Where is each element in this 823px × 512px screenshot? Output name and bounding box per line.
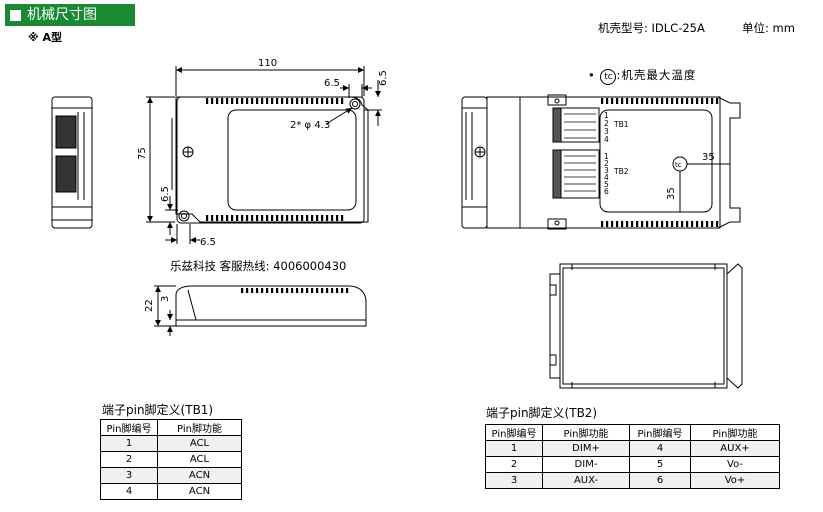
model-type-subtitle: ※ A型 <box>28 31 63 44</box>
dim-hole-offset-bottom: 6.5 <box>200 237 216 248</box>
tb1-cell: ACL <box>157 451 242 468</box>
unit-value: mm <box>772 21 795 35</box>
tb2-pin: 5 <box>604 180 609 189</box>
table-row: 1 DIM+ 4 AUX+ <box>485 440 780 457</box>
tb2-cell: 6 <box>629 472 691 489</box>
terminal-view <box>461 94 741 230</box>
tb2-caption: 端子pin脚定义(TB2) <box>486 406 598 420</box>
tb2-table: Pin脚编号 Pin脚功能 Pin脚编号 Pin脚功能 1 DIM+ 4 AUX… <box>485 424 780 489</box>
tb1-table: Pin脚编号 Pin脚功能 1 ACL 2 ACL 3 ACN 4 ACN <box>100 419 242 500</box>
tb1-pin: 4 <box>604 135 609 144</box>
dim-base-height: 3 <box>160 296 171 302</box>
profile-view <box>154 285 367 336</box>
tb1-header: Pin脚功能 <box>157 419 242 436</box>
table-row: 2 ACL <box>100 451 242 468</box>
service-hotline: 乐兹科技 客服热线: 4006000430 <box>170 259 347 273</box>
end-view <box>51 96 93 229</box>
tc-note: • tc:机壳最大温度 <box>588 67 696 85</box>
square-icon <box>10 9 21 21</box>
tc-symbol: tc <box>600 69 617 85</box>
tb2-header: Pin脚功能 <box>690 424 780 441</box>
tb1-pin: 2 <box>604 119 609 128</box>
tb1-cell: 1 <box>100 435 158 452</box>
bottom-view <box>549 263 743 389</box>
tb2-label: TB2 <box>613 167 629 176</box>
tb2-pin: 2 <box>604 159 609 168</box>
tb2-pin: 4 <box>604 173 609 182</box>
dim-hole-spec: 2* φ 4.3 <box>290 120 330 131</box>
dim-tc-y: 35 <box>666 187 677 200</box>
tc-note-text: :机壳最大温度 <box>616 68 697 82</box>
dim-hole-offset-left: 6.5 <box>160 186 171 202</box>
case-model-value: IDLC-25A <box>651 21 705 35</box>
tb2-cell: DIM- <box>542 456 630 473</box>
tb1-pin: 3 <box>604 127 609 136</box>
tb2-cell: AUX- <box>542 472 630 489</box>
dim-hole-offset-top: 6.5 <box>324 78 340 89</box>
dim-width: 75 <box>137 147 148 160</box>
tb1-cell: 2 <box>100 451 158 468</box>
table-row: 3 ACN <box>100 467 242 484</box>
tb2-cell: 4 <box>629 440 691 457</box>
dim-tc-x: 35 <box>702 152 715 163</box>
tb2-cell: 3 <box>485 472 543 489</box>
tb2-cell: 5 <box>629 456 691 473</box>
top-view <box>146 66 382 244</box>
tb1-cell: ACL <box>157 435 242 452</box>
tb2-cell: AUX+ <box>690 440 780 457</box>
table-row: 2 DIM- 5 Vo- <box>485 456 780 473</box>
tb1-cell: 3 <box>100 467 158 484</box>
mechanical-drawing: 110 75 6.5 6.5 2* φ 4.3 6.5 6.5 22 3 35 … <box>51 58 743 389</box>
unit-label: 单位: <box>742 21 769 35</box>
case-model-label: 机壳型号: <box>598 21 648 35</box>
tb1-pin: 1 <box>604 111 609 120</box>
tc-bullet: • <box>588 68 596 82</box>
dim-length: 110 <box>258 58 277 69</box>
tb1-label: TB1 <box>613 120 629 129</box>
tb2-pin: 3 <box>604 166 609 175</box>
case-model: 机壳型号: IDLC-25A <box>598 20 705 36</box>
tb2-cell: Vo+ <box>690 472 780 489</box>
tb1-header: Pin脚编号 <box>100 419 158 436</box>
tb1-cell: ACN <box>157 467 242 484</box>
dim-hole-offset-right: 6.5 <box>378 70 389 86</box>
tb2-header: Pin脚编号 <box>485 424 543 441</box>
table-row: 3 AUX- 6 Vo+ <box>485 472 780 489</box>
tb1-cell: 4 <box>100 483 158 500</box>
table-row: 1 ACL <box>100 435 242 452</box>
tb1-cell: ACN <box>157 483 242 500</box>
tb2-cell: Vo- <box>690 456 780 473</box>
tb2-pin: 1 <box>604 152 609 161</box>
tb2-cell: DIM+ <box>542 440 630 457</box>
tc-mark: tc <box>675 161 682 169</box>
section-title: 机械尺寸图 <box>5 4 135 26</box>
table-row: 4 ACN <box>100 483 242 500</box>
tb1-caption: 端子pin脚定义(TB1) <box>102 403 214 417</box>
tb2-cell: 1 <box>485 440 543 457</box>
tb2-pin: 6 <box>604 187 609 196</box>
tb2-header: Pin脚功能 <box>542 424 630 441</box>
tb2-header: Pin脚编号 <box>629 424 691 441</box>
unit: 单位: mm <box>742 20 795 36</box>
dim-height: 22 <box>144 299 155 312</box>
tb2-cell: 2 <box>485 456 543 473</box>
section-title-text: 机械尺寸图 <box>27 7 97 23</box>
